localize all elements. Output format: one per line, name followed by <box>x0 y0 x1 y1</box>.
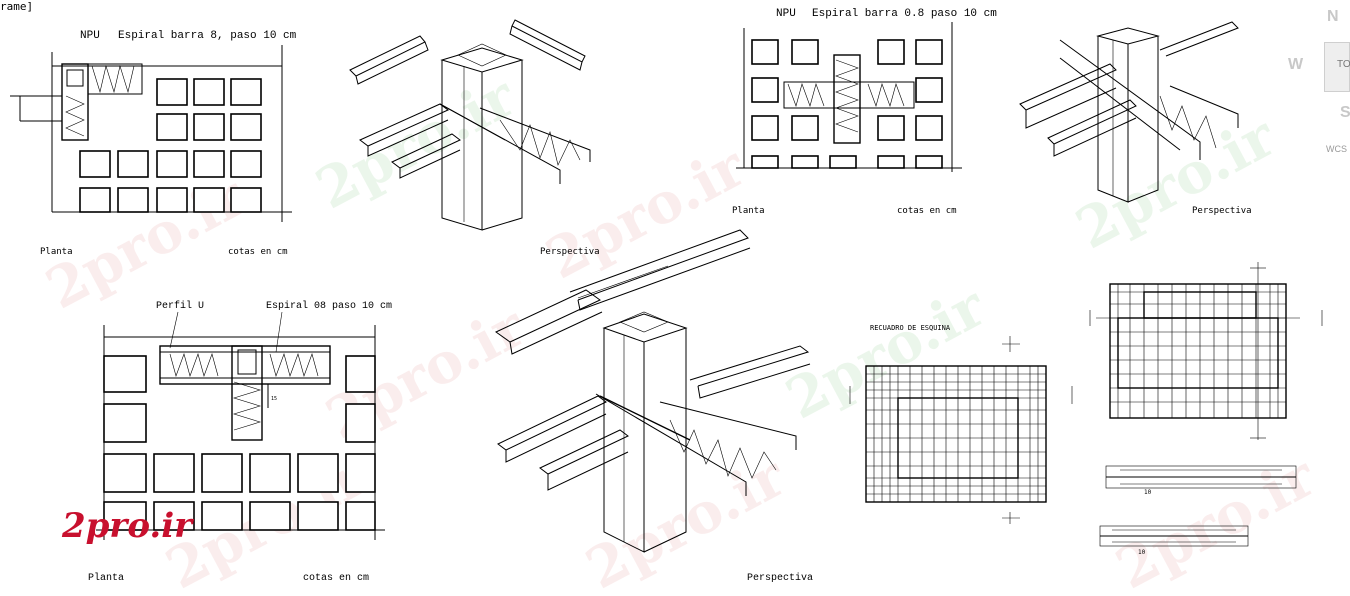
dim-label: 10 <box>1144 489 1152 496</box>
plan-top-left: NPU Espiral barra 8, paso 10 cm Planta c… <box>10 30 297 257</box>
cotas-label: cotas en cm <box>897 206 957 216</box>
corner-detail: 10 10 <box>1089 262 1323 556</box>
planta-label: Planta <box>88 572 124 584</box>
plan-bottom-left: Perfil U Espiral 08 paso 10 cm 15 Planta… <box>88 300 392 584</box>
perspective-top-left <box>349 19 591 231</box>
watermark: 2pro.ir <box>36 163 257 323</box>
watermark: 2pro.ir <box>776 273 997 433</box>
compass-north[interactable]: N <box>1327 8 1339 25</box>
recuadro-detail: RECUADRO DE ESQUINA <box>849 324 1073 524</box>
watermark: 2pro.ir <box>536 133 757 293</box>
spiral-label: Espiral 08 paso 10 cm <box>266 300 392 312</box>
dim-label: 15 <box>271 396 277 402</box>
watermark: 2pro.ir <box>1066 103 1287 263</box>
planta-label: Planta <box>732 206 765 216</box>
rebar-grid <box>1110 284 1286 418</box>
wcs-menu[interactable]: WCS <box>1326 144 1347 154</box>
frame-label: rame] <box>0 0 34 13</box>
planta-label: Planta <box>40 247 73 257</box>
dim-label: 10 <box>1138 549 1146 556</box>
npu-label: NPU <box>776 8 796 20</box>
cotas-label: cotas en cm <box>303 573 369 584</box>
brand-logo: 2pro.ir <box>61 506 194 546</box>
perspective-top-right <box>1019 21 1239 203</box>
window-grid <box>751 39 943 169</box>
perspectiva-label: Perspectiva <box>540 247 600 257</box>
perspective-bottom-center <box>495 229 811 553</box>
perspectiva-label: Perspectiva <box>747 572 813 584</box>
npu-label: NPU <box>80 30 100 42</box>
view-cube-top-label: TO <box>1337 59 1350 70</box>
perfil-label: Perfil U <box>156 300 204 312</box>
compass-south[interactable]: S <box>1340 104 1350 121</box>
plan-top-right: NPU Espiral barra 0.8 paso 10 cm Planta … <box>732 8 997 216</box>
watermark: 2pro.ir <box>306 63 527 223</box>
cotas-label: cotas en cm <box>228 247 288 257</box>
spiral-label: Espiral barra 8, paso 10 cm <box>118 30 297 42</box>
compass-west[interactable]: W <box>1288 56 1304 73</box>
view-cube-top-button[interactable]: TO <box>1324 42 1350 92</box>
spiral-label: Espiral barra 0.8 paso 10 cm <box>812 8 997 20</box>
perspectiva-label: Perspectiva <box>1192 206 1252 216</box>
window-grid <box>103 355 376 531</box>
window-grid <box>79 78 262 213</box>
recuadro-label: RECUADRO DE ESQUINA <box>870 324 951 332</box>
